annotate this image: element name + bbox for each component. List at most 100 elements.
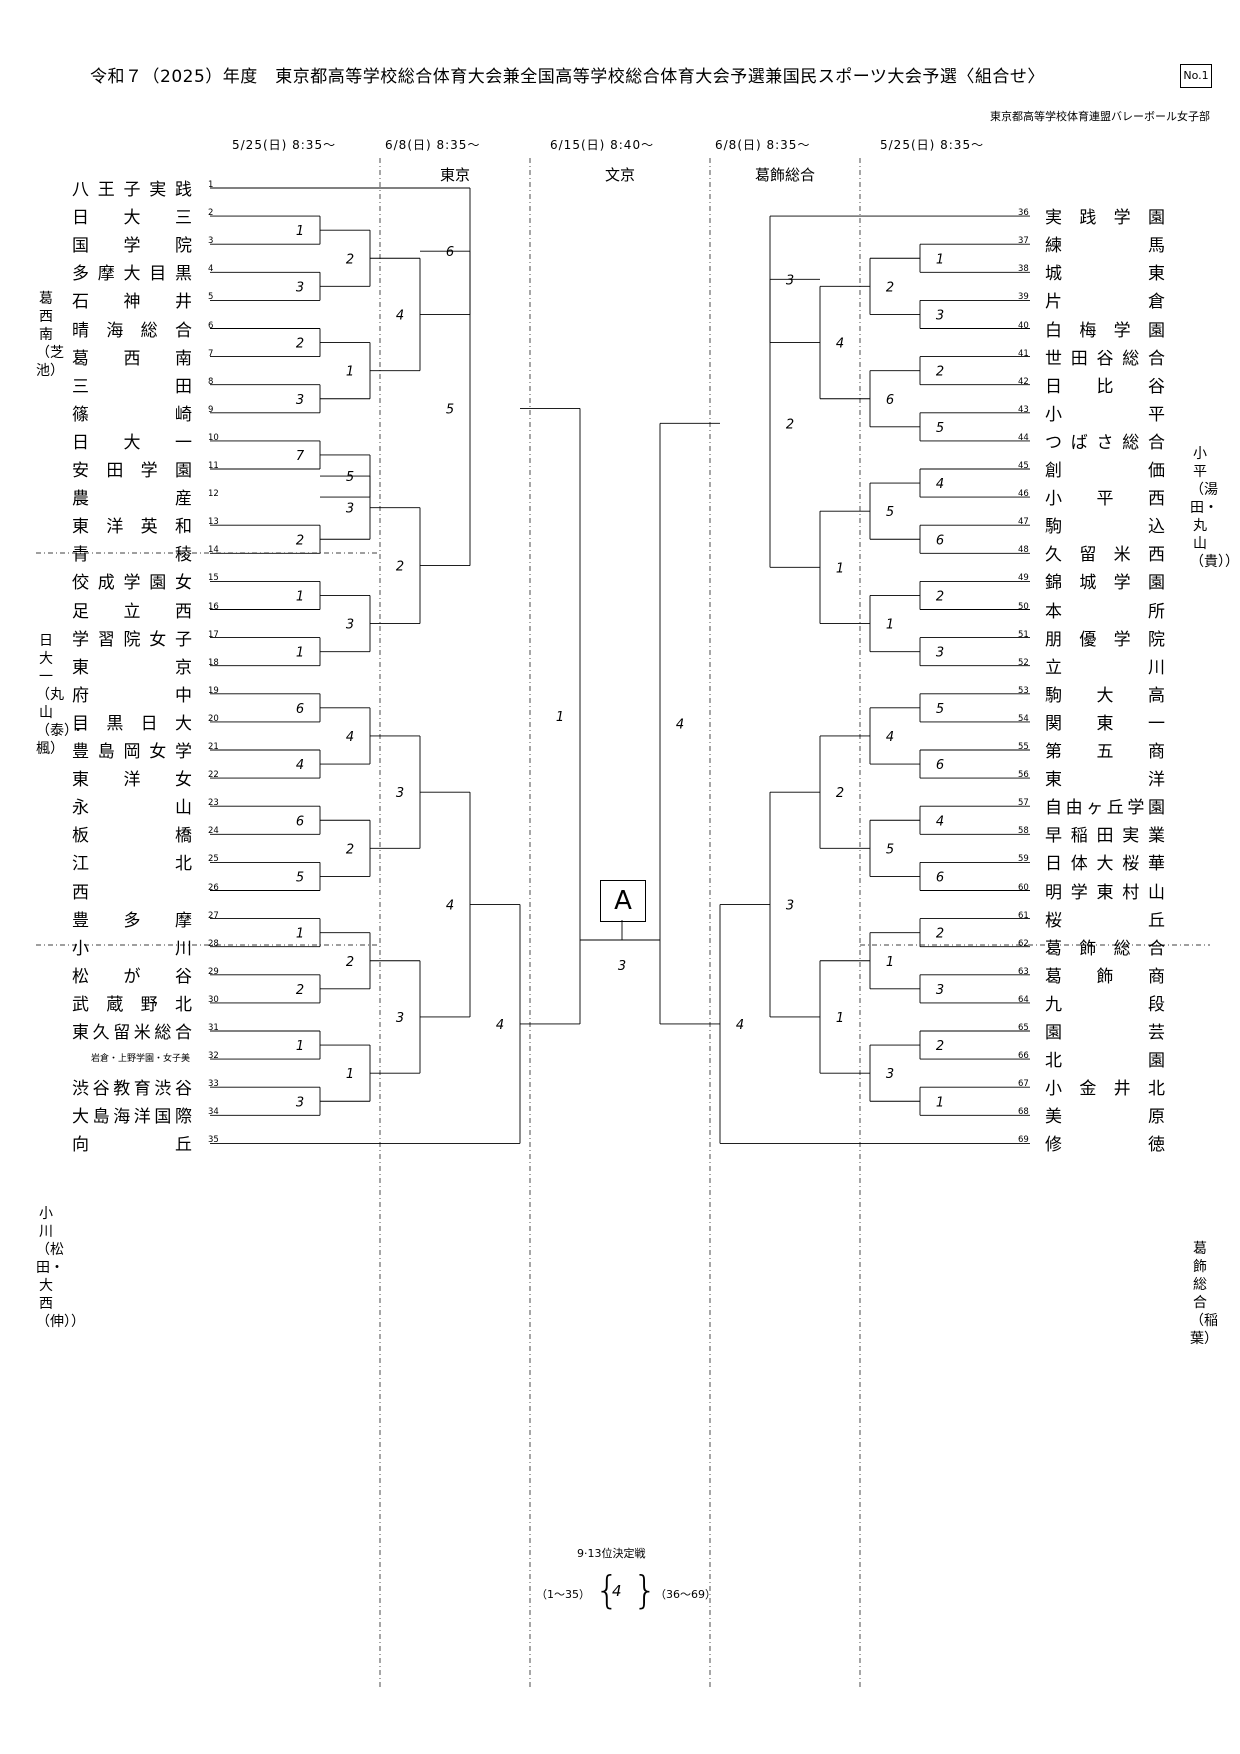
court-number: 5 (886, 842, 894, 857)
team-number: 43 (1018, 404, 1029, 415)
court-number: 3 (396, 1011, 404, 1026)
court-number: 2 (936, 1039, 944, 1054)
team-number: 60 (1018, 882, 1029, 893)
team-number: 48 (1018, 545, 1029, 556)
team-name: 自由ヶ丘学園 (1045, 798, 1165, 819)
pool-label-4: 小平（湯田・丸山（貴）） (1190, 446, 1239, 570)
court-number: 1 (886, 955, 894, 970)
team-number: 30 (208, 994, 219, 1005)
organizer: 東京都高等学校体育連盟バレーボール女子部 (990, 110, 1210, 123)
team-number: 65 (1018, 1023, 1029, 1033)
team-number: 21 (208, 742, 219, 752)
court-number: 2 (936, 927, 944, 942)
team-name: 世田谷総合 (1045, 348, 1165, 369)
team-name: 修徳 (1045, 1135, 1165, 1156)
team-number: 44 (1018, 432, 1029, 443)
team-name: 園芸 (1045, 1023, 1165, 1043)
venue-center: 文京 (604, 166, 635, 184)
court-number: 1 (836, 1011, 844, 1026)
court-number: 4 (346, 730, 354, 745)
team-number: 3 (208, 236, 214, 247)
team-number: 6 (208, 320, 214, 331)
team-name: 向丘 (72, 1135, 192, 1156)
team-name: 農産 (72, 489, 192, 510)
court-number: 6 (936, 870, 944, 885)
playoff-left-brace: { (595, 1568, 620, 1612)
playoff-right-brace: } (633, 1568, 658, 1612)
team-number: 23 (208, 798, 219, 809)
team-number: 37 (1018, 236, 1029, 247)
team-name: 西 (72, 882, 89, 903)
court-number: 4 (736, 1018, 744, 1033)
team-name: 豊島岡女学 (72, 742, 192, 762)
document-title: 令和７（2025）年度 東京都高等学校総合体育大会兼全国高等学校総合体育大会予選… (90, 67, 1045, 87)
team-number: 58 (1018, 826, 1029, 837)
court-number: 6 (296, 702, 304, 717)
team-number: 59 (1018, 854, 1029, 865)
team-name: 晴海総合 (72, 320, 192, 341)
team-name: 東久留米総合 (72, 1023, 192, 1043)
team-name: 早稲田実業 (1045, 826, 1165, 847)
team-name: 九段 (1045, 994, 1165, 1015)
team-name: 永山 (72, 798, 192, 819)
team-number: 45 (1018, 461, 1029, 471)
team-number: 53 (1018, 685, 1029, 696)
team-number: 22 (208, 770, 219, 781)
team-name: 小川 (72, 938, 192, 959)
team-name: 城東 (1045, 264, 1165, 285)
court-number: 6 (936, 758, 944, 773)
team-name: 朋優学院 (1045, 629, 1165, 650)
court-number: 3 (396, 786, 404, 801)
team-name: 学習院女子 (72, 629, 192, 650)
court-number: 1 (936, 1095, 944, 1110)
court-number: 5 (936, 702, 944, 717)
team-name: 美原 (1045, 1107, 1165, 1128)
team-number: 54 (1018, 713, 1029, 724)
court-number: 3 (296, 393, 304, 408)
team-name: つばさ総合 (1045, 432, 1165, 453)
team-number: 2 (208, 208, 214, 219)
court-number: 5 (936, 421, 944, 436)
team-name: 松が谷 (72, 966, 192, 987)
team-number: 29 (208, 966, 219, 977)
pool-label-1: 葛西南（芝池） (36, 291, 64, 379)
date-round1-left: 5/25(日) 8:35～ (232, 138, 337, 152)
team-number: 38 (1018, 264, 1029, 275)
court-number: 4 (886, 730, 894, 745)
court-number: 6 (296, 814, 304, 829)
team-number: 52 (1018, 657, 1029, 668)
team-name: 第五商 (1045, 742, 1165, 762)
team-name: 小金井北 (1045, 1079, 1165, 1100)
team-number: 41 (1018, 348, 1029, 359)
team-number: 49 (1018, 573, 1029, 584)
team-number: 16 (208, 601, 219, 612)
court-number: 3 (786, 273, 794, 288)
team-name: 東京 (72, 657, 192, 678)
court-number: 6 (446, 245, 454, 260)
team-number: 32 (208, 1051, 219, 1062)
court-number: 3 (936, 308, 944, 323)
court-number: 2 (786, 417, 794, 432)
court-number: 6 (936, 533, 944, 548)
court-number: 1 (296, 224, 304, 239)
court-number: 3 (936, 983, 944, 998)
team-number: 56 (1018, 770, 1029, 781)
court-number: 2 (346, 842, 354, 857)
team-number: 51 (1018, 629, 1029, 640)
team-name: 明学東村山 (1045, 882, 1165, 903)
team-number: 47 (1018, 517, 1029, 528)
court-number: 5 (346, 470, 354, 485)
pool-label-5: 葛飾総合（稲葉） (1190, 1241, 1218, 1347)
team-number: 55 (1018, 742, 1029, 752)
team-number: 4 (208, 264, 214, 275)
court-number: 1 (296, 1039, 304, 1054)
court-number: 4 (296, 758, 304, 773)
team-name: 片倉 (1045, 292, 1165, 313)
team-name: 佼成学園女 (72, 573, 192, 594)
court-number: 1 (936, 252, 944, 267)
court-number: 1 (296, 927, 304, 942)
team-name: 目黒日大 (72, 713, 192, 734)
team-name: 実践学園 (1045, 208, 1165, 229)
team-name: 葛飾総合 (1045, 938, 1165, 959)
team-name: 武蔵野北 (72, 994, 192, 1015)
